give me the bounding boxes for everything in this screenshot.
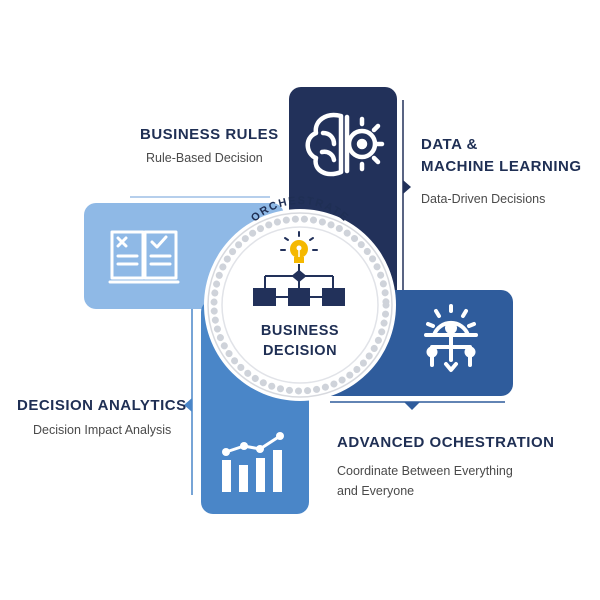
data-pointer xyxy=(403,180,411,194)
decision-analytics-subtitle: Decision Impact Analysis xyxy=(33,423,172,437)
analytics-pointer xyxy=(184,398,192,412)
center-dot-ring xyxy=(210,215,390,395)
business-rules-subtitle: Rule-Based Decision xyxy=(146,151,263,165)
data-ml-subtitle: Data-Driven Decisions xyxy=(421,192,546,206)
rulebook-icon xyxy=(108,230,180,284)
lightbulb-icon xyxy=(280,231,318,263)
data-ml-title-line1: DATA & xyxy=(421,136,478,153)
center-title-line2: DECISION xyxy=(262,343,338,359)
data-ml-title-line2: MACHINE LEARNING xyxy=(421,158,582,175)
center-ring-stroke xyxy=(207,212,393,398)
brain-gear-icon xyxy=(305,112,385,177)
orchestration-subtitle: Coordinate Between Everything and Everyo… xyxy=(337,461,513,501)
center-title: BUSINESS DECISION xyxy=(240,321,360,361)
data-ml-title: DATA & MACHINE LEARNING xyxy=(421,134,582,178)
orchestration-subtitle-line2: and Everyone xyxy=(337,484,415,498)
gear-flow-icon xyxy=(424,304,478,372)
flowchart-icon xyxy=(253,264,345,306)
bar-chart-icon xyxy=(222,432,284,492)
center-title-line1: BUSINESS xyxy=(260,323,340,339)
orchestration-title: ADVANCED OCHESTRATION xyxy=(337,434,555,451)
business-rules-title: BUSINESS RULES xyxy=(140,126,279,143)
orchestration-subtitle-line1: Coordinate Between Everything xyxy=(337,464,513,478)
orchestration-pointer xyxy=(404,402,420,410)
decision-analytics-title: DECISION ANALYTICS xyxy=(17,397,187,414)
